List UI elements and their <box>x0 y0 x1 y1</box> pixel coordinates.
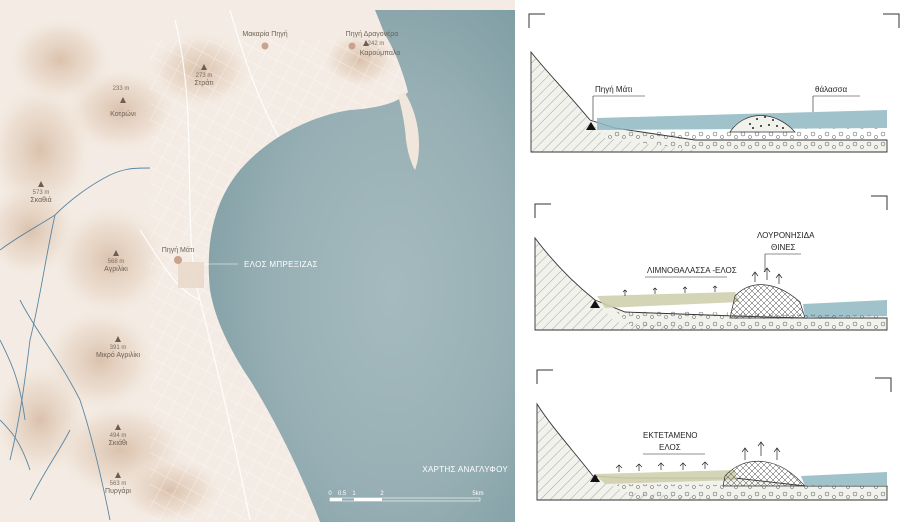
dune <box>729 284 806 319</box>
frame-corner <box>883 13 900 28</box>
spring-icon <box>348 42 356 50</box>
peak-elev: 568 m <box>108 259 125 265</box>
spring-icon <box>261 42 269 50</box>
sediment <box>615 484 887 500</box>
peaks: 273 m Στράτι Κοτρώνι 573 m Σκαθιά 568 m … <box>30 40 400 495</box>
scale-tick: 1 <box>352 491 356 497</box>
springs: Μακαρία Πηγή Πηγή Δραγονέρα Πηγή Μάτι <box>162 30 399 264</box>
section-1-spring-label: Πηγή Μάτι <box>595 85 632 94</box>
spring-name: Πηγή Μάτι <box>162 246 195 254</box>
section-2-dunes-label-2: ΘΙΝΕΣ <box>771 243 796 252</box>
sediment <box>615 310 887 330</box>
peak-name: Κοτρώνι <box>110 110 136 118</box>
water <box>801 472 887 486</box>
frame-corner <box>534 203 551 218</box>
peak-name: Στράτι <box>194 79 214 87</box>
scale-bar: 0 0.5 1 2 5km <box>328 491 484 502</box>
section-1-sea-label: θάλασσα <box>815 85 847 94</box>
peak-skiathi: 494 m Σκιάθι <box>109 424 128 447</box>
hatched-slope <box>535 238 735 330</box>
spring-icon <box>174 256 182 264</box>
frame-corner <box>871 195 888 210</box>
lagoon <box>597 292 740 308</box>
peak-karoumpalo: 242 m Καρούμπαλο <box>360 40 401 57</box>
peak-elev: 273 m <box>196 73 213 79</box>
peak-pyrgari: 563 m Πυργάρι <box>105 472 131 495</box>
peak-elev: 563 m <box>110 481 127 487</box>
vegetation <box>615 441 781 472</box>
map-title: ΧΑΡΤΗΣ ΑΝΑΓΛΥΦΟΥ <box>422 465 508 474</box>
peak-name: Αγριλίκι <box>104 265 128 273</box>
rivers <box>0 167 151 521</box>
section-3: ΕΚΤΕΤΑΜΕΝΟ ΕΛΟΣ <box>536 369 892 501</box>
peak-elev: 233 m <box>113 86 130 92</box>
peak-icon <box>115 472 121 478</box>
peak-icon <box>115 424 121 430</box>
peak-233: 233 m <box>113 86 130 92</box>
frame-corner <box>528 13 545 28</box>
spring-mati: Πηγή Μάτι <box>162 246 195 264</box>
peak-name: Καρούμπαλο <box>360 49 401 57</box>
cross-section-sketches: Πηγή Μάτι θάλασσα ΛΙΜΝΟΘΑΛΑΣΣΑ -ΕΛΟΣ ΛΟΥ… <box>515 0 915 522</box>
water <box>803 300 887 318</box>
peak-name: Σκαθιά <box>30 196 51 204</box>
hatched-slope <box>531 52 705 152</box>
hatched-slope <box>537 404 735 500</box>
sediment <box>605 128 887 150</box>
peak-name: Μικρό Αγριλίκι <box>96 351 140 359</box>
peak-elev: 391 m <box>110 345 127 351</box>
peninsula <box>398 92 419 170</box>
relief-map: 273 m Στράτι Κοτρώνι 573 m Σκαθιά 568 m … <box>0 0 515 522</box>
peak-elev: 573 m <box>33 190 50 196</box>
peak-icon <box>38 181 44 187</box>
marsh <box>595 470 737 484</box>
scale-tick: 5km <box>472 491 483 497</box>
peak-icon <box>201 64 207 70</box>
peak-mikro-agriliki: 391 m Μικρό Αγριλίκι <box>96 336 140 359</box>
section-1: Πηγή Μάτι θάλασσα <box>528 13 900 153</box>
spring-icon <box>590 474 600 482</box>
spring-makaria: Μακαρία Πηγή <box>242 30 288 50</box>
peak-kotroni: Κοτρώνι <box>110 97 136 118</box>
scale-tick: 0 <box>328 491 332 497</box>
scale-tick: 0.5 <box>338 491 347 497</box>
spring-icon <box>586 122 596 130</box>
peak-icon <box>115 336 121 342</box>
section-2-dunes-label-1: ΛΟΥΡΟΝΗΣΙΔΑ <box>757 231 815 240</box>
frame-corner <box>875 377 892 392</box>
peak-elev: 242 m <box>368 41 385 47</box>
peak-name: Πυργάρι <box>105 487 131 495</box>
dune <box>722 460 806 487</box>
peak-name: Σκιάθι <box>109 439 128 447</box>
spring-dragonera: Πηγή Δραγονέρα <box>346 30 399 50</box>
peak-icon <box>120 97 126 103</box>
scale-tick: 2 <box>380 491 384 497</box>
peak-strati: 273 m Στράτι <box>194 64 214 87</box>
section-2: ΛΙΜΝΟΘΑΛΑΣΣΑ -ΕΛΟΣ ΛΟΥΡΟΝΗΣΙΔΑ ΘΙΝΕΣ <box>534 195 888 331</box>
sandbar <box>729 115 796 133</box>
peak-icon <box>363 40 369 46</box>
frame-corner <box>536 369 553 384</box>
peak-icon <box>113 250 119 256</box>
spring-name: Μακαρία Πηγή <box>242 30 287 38</box>
sandbar-dots <box>749 116 784 129</box>
spring-icon <box>590 300 600 308</box>
spring-name: Πηγή Δραγονέρα <box>346 30 399 38</box>
section-2-lagoon-label: ΛΙΜΝΟΘΑΛΑΣΣΑ -ΕΛΟΣ <box>647 266 737 275</box>
marsh-label: ΕΛΟΣ ΜΠΡΕΞΙΖΑΣ <box>244 260 318 269</box>
marsh-area <box>178 262 204 288</box>
peak-elev: 494 m <box>110 433 127 439</box>
section-3-marsh-label-2: ΕΛΟΣ <box>659 443 681 452</box>
peak-agriliki: 568 m Αγριλίκι <box>104 250 128 273</box>
peak-skathia: 573 m Σκαθιά <box>30 181 52 204</box>
section-3-marsh-label-1: ΕΚΤΕΤΑΜΕΝΟ <box>643 431 698 440</box>
sea <box>208 10 515 522</box>
